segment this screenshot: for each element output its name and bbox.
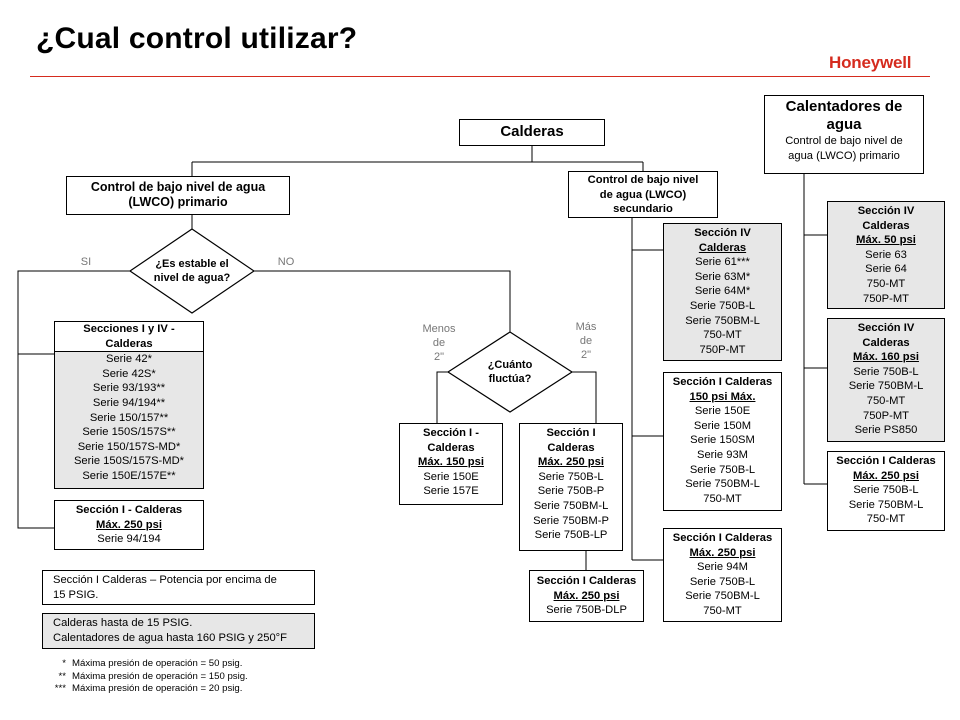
honeywell-logo: Honeywell	[829, 53, 912, 72]
seccion-1-250-dlp-box: Sección I Calderas Máx. 250 psi Serie 75…	[529, 570, 644, 622]
branch-more-label: Más de 2"	[575, 321, 597, 361]
seccion-1-150max-box: Sección I Calderas 150 psi Máx. Serie 15…	[663, 372, 782, 511]
page-title: ¿Cual control utilizar?	[36, 22, 358, 55]
seccion-4-secundario-box: Sección IV Calderas Serie 61*** Serie 63…	[663, 223, 782, 361]
decision-estable-shape	[128, 228, 256, 314]
calentador-seccion-4-50-box: Sección IV Calderas Máx. 50 psi Serie 63…	[827, 201, 945, 309]
seccion-1-250-left-box: Sección I - Calderas Máx. 250 psi Serie …	[54, 500, 204, 550]
footnotes: *Máxima presión de operación = 50 psig. …	[46, 658, 248, 696]
header-divider	[30, 76, 930, 77]
seccion-1-150-box: Sección I - Calderas Máx. 150 psi Serie …	[399, 423, 503, 505]
legend-gray-box: Calderas hasta de 15 PSIG. Calentadores …	[42, 613, 315, 649]
calentador-seccion-4-160-box: Sección IV Calderas Máx. 160 psi Serie 7…	[827, 318, 945, 442]
legend-white-box: Sección I Calderas – Potencia por encima…	[42, 570, 315, 605]
decision-fluctua-shape	[446, 331, 574, 413]
secciones-1-4-box: Secciones I y IV - Calderas Serie 42* Se…	[54, 321, 204, 489]
decision-estable-text: ¿Es estable el nivel de agua?	[153, 258, 231, 284]
lwco-secundario-box: Control de bajo nivel de agua (LWCO) sec…	[568, 171, 718, 218]
seccion-1-250-mid-box: Sección I Calderas Máx. 250 psi Serie 75…	[519, 423, 623, 551]
lwco-primario-box: Control de bajo nivel de agua (LWCO) pri…	[66, 176, 290, 215]
footnote-1: *Máxima presión de operación = 50 psig.	[62, 658, 243, 669]
calderas-box: Calderas	[459, 119, 605, 146]
footnote-3: ***Máxima presión de operación = 20 psig…	[54, 683, 243, 694]
calentador-seccion-1-250-box: Sección I Calderas Máx. 250 psi Serie 75…	[827, 451, 945, 531]
decision-fluctua-text: ¿Cuánto fluctúa?	[487, 359, 533, 385]
branch-yes-label: SI	[80, 256, 92, 268]
branch-no-label: NO	[277, 256, 295, 268]
branch-less-label: Menos de 2"	[422, 323, 456, 363]
calentadores-box: Calentadores de agua Control de bajo niv…	[764, 95, 924, 174]
seccion-1-250-secundario-box: Sección I Calderas Máx. 250 psi Serie 94…	[663, 528, 782, 622]
footnote-2: **Máxima presión de operación = 150 psig…	[58, 670, 248, 682]
